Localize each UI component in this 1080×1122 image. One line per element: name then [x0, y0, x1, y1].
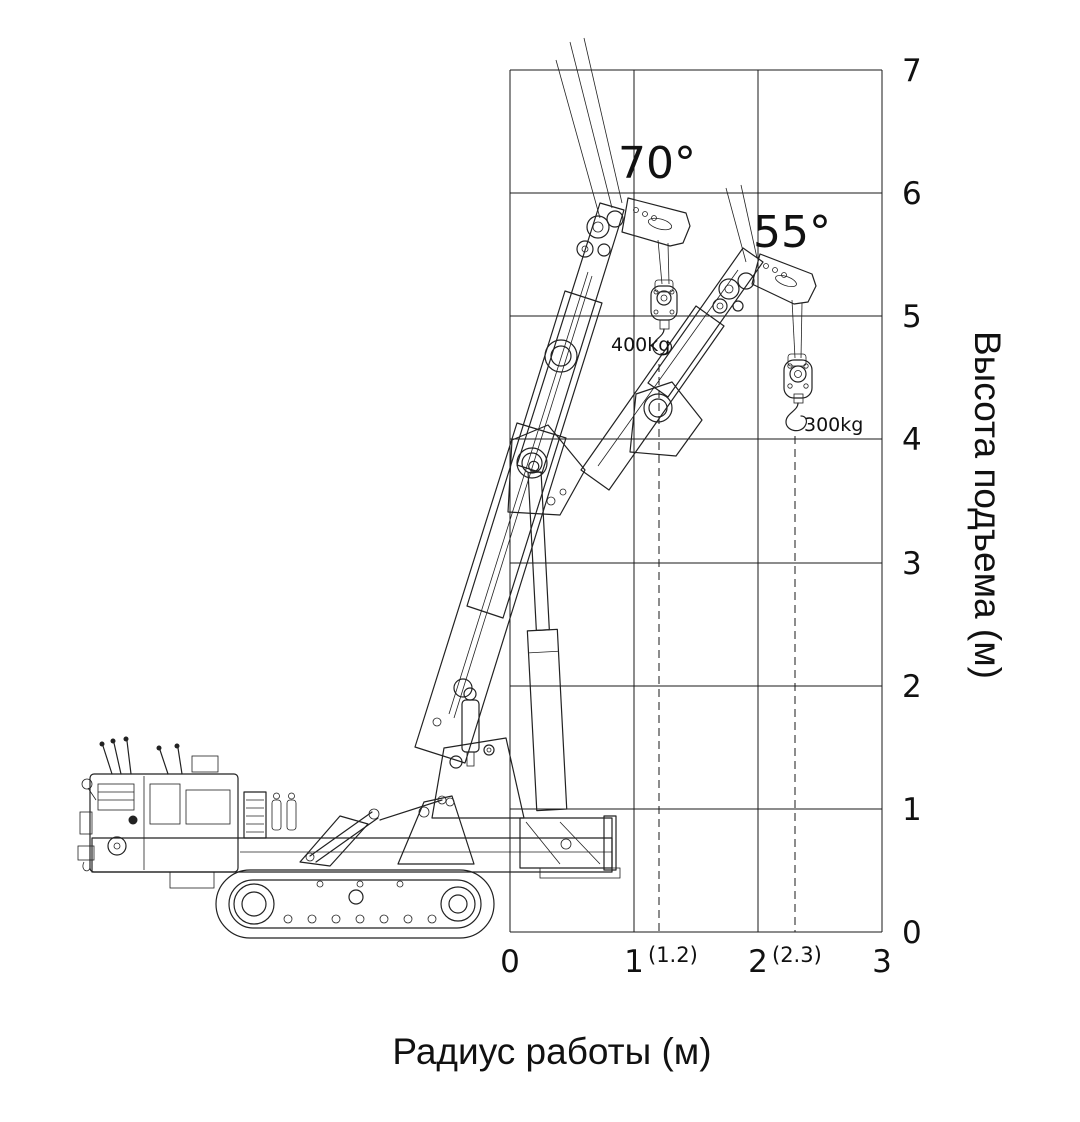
x-axis-title: Радиус работы (м): [392, 1031, 711, 1072]
crane-illustration: [77, 37, 817, 939]
boom-55: [580, 247, 764, 491]
x-annotation-2-3: (2.3): [772, 943, 822, 967]
boom-70: [414, 202, 625, 764]
boom-head-55: [712, 184, 817, 359]
angle-label-55: 55°: [753, 207, 831, 258]
y-tick-4: 4: [902, 422, 922, 458]
y-tick-1: 1: [902, 792, 922, 828]
x-tick-0: 0: [500, 944, 520, 980]
y-tick-6: 6: [902, 176, 922, 212]
x-tick-3: 3: [872, 944, 892, 980]
x-tick-1: 1: [624, 944, 644, 980]
boom-head-70: [555, 37, 691, 285]
x-tick-2: 2: [748, 944, 768, 980]
angle-label-70: 70°: [618, 138, 696, 189]
hook-block-400: [650, 279, 678, 356]
y-tick-5: 5: [902, 299, 922, 335]
load-label-300kg: 300kg: [804, 414, 863, 436]
hook-block-300: [783, 353, 813, 432]
x-annotation-1-2: (1.2): [648, 943, 698, 967]
load-label-400kg: 400kg: [611, 334, 670, 356]
y-tick-3: 3: [902, 546, 922, 582]
y-axis-title: Высота подъема (м): [967, 331, 1008, 679]
x-axis-ticks: 0 1 2 3 (1.2) (2.3): [500, 943, 892, 980]
carrier-body: [77, 687, 621, 889]
track-assembly: [215, 869, 495, 939]
chart-grid: [509, 69, 883, 933]
y-tick-2: 2: [902, 669, 922, 705]
y-tick-0: 0: [902, 915, 922, 951]
y-tick-7: 7: [902, 53, 922, 89]
y-axis-ticks: 7 6 5 4 3 2 1 0: [902, 53, 922, 951]
